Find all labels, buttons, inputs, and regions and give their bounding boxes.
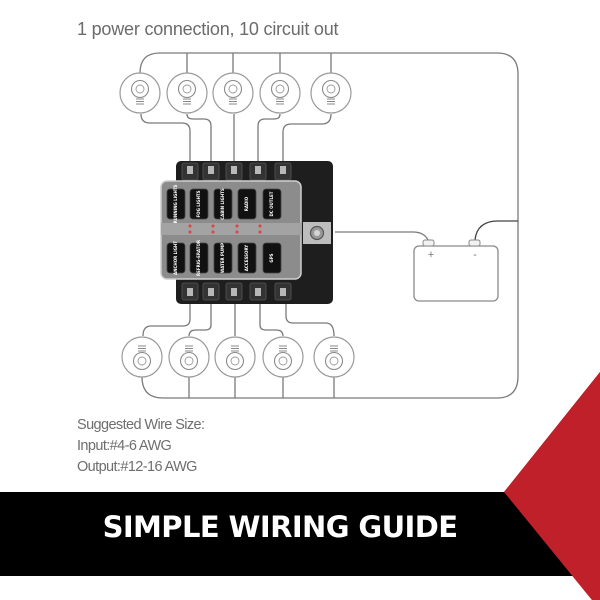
wire-bottom-5 bbox=[285, 300, 335, 337]
fuse-led bbox=[235, 224, 239, 228]
fuse-terminal bbox=[181, 162, 199, 181]
bottom-terminals bbox=[181, 282, 292, 301]
wire-size-output: Output:#12-16 AWG bbox=[77, 459, 197, 475]
diagram-title: 1 power connection, 10 circuit out bbox=[77, 19, 339, 39]
wire-top-2 bbox=[186, 113, 212, 165]
fuse-led bbox=[188, 224, 192, 228]
fuse-block: RUNNING LIGHTS FOG LIGHTS CABIN LIGHTS RADI… bbox=[160, 161, 333, 304]
fuse[interactable]: GPS bbox=[262, 242, 282, 274]
fuse[interactable]: DC OUTLET bbox=[262, 188, 282, 220]
top-bulbs bbox=[119, 72, 352, 114]
wire-top-1 bbox=[140, 113, 191, 165]
fuse-terminal bbox=[225, 282, 243, 301]
light-bulb-icon bbox=[259, 72, 301, 114]
fuse[interactable]: CABIN LIGHTS bbox=[213, 188, 233, 220]
wire-size-info: Suggested Wire Size: Input:#4-6 AWG Outp… bbox=[77, 415, 205, 478]
battery-positive-terminal bbox=[422, 239, 435, 247]
fuse-label: RADIO bbox=[244, 196, 249, 211]
banner-title: SIMPLE WIRING GUIDE bbox=[102, 510, 458, 544]
battery-positive-label: + bbox=[428, 249, 434, 261]
wire-bottom-2 bbox=[188, 300, 212, 337]
wires bbox=[139, 52, 519, 399]
wire-top-4 bbox=[257, 113, 281, 165]
fuse[interactable]: RUNNING LIGHTS bbox=[166, 184, 186, 223]
fuse-terminal bbox=[181, 282, 199, 301]
battery-body bbox=[413, 245, 499, 302]
fuse[interactable]: REFRIG-ERATOR bbox=[189, 240, 209, 276]
top-terminals bbox=[181, 162, 292, 181]
bottom-bulbs bbox=[121, 336, 355, 378]
fuse-led bbox=[211, 224, 215, 228]
light-bulb-icon bbox=[262, 336, 304, 378]
fuse-terminal bbox=[274, 162, 292, 181]
fuse-label: CABIN LIGHTS bbox=[220, 188, 225, 220]
positive-wire bbox=[335, 231, 429, 241]
fuse-terminal bbox=[225, 162, 243, 181]
fuse-led bbox=[258, 230, 262, 234]
negative-wire bbox=[474, 220, 518, 241]
top-fuses: RUNNING LIGHTS FOG LIGHTS CABIN LIGHTS RADI… bbox=[166, 184, 282, 223]
fuse-label: FOG LIGHTS bbox=[196, 190, 201, 217]
fuse[interactable]: WATER PUMP bbox=[213, 242, 233, 274]
fuse-led bbox=[188, 230, 192, 234]
bottom-fuses: ANCHOR LIGHT REFRIG-ERATOR WATER PUMP ACCES… bbox=[166, 240, 282, 276]
battery-negative-label: - bbox=[473, 249, 477, 261]
fuse-terminal bbox=[274, 282, 292, 301]
wire-top-5 bbox=[282, 113, 332, 165]
fuse-label: REFRIG-ERATOR bbox=[196, 240, 201, 276]
battery-negative-terminal bbox=[468, 239, 481, 247]
fuse-label: WATER PUMP bbox=[220, 243, 225, 273]
fuse-label: ANCHOR LIGHT bbox=[173, 241, 178, 275]
fuse-label: DC OUTLET bbox=[269, 191, 274, 216]
fuse[interactable]: RADIO bbox=[237, 188, 257, 220]
battery: + - bbox=[413, 239, 499, 302]
light-bulb-icon bbox=[214, 336, 256, 378]
fuse-label: GPS bbox=[269, 253, 274, 262]
fuse[interactable]: ACCESSORY bbox=[237, 242, 257, 274]
top-bus-wire bbox=[139, 52, 519, 399]
fuse-label: ACCESSORY bbox=[244, 245, 249, 272]
fuse[interactable]: ANCHOR LIGHT bbox=[166, 241, 186, 275]
light-bulb-icon bbox=[119, 72, 161, 114]
wire-size-input: Input:#4-6 AWG bbox=[77, 438, 172, 454]
power-stud-nut bbox=[314, 230, 320, 236]
fuse-terminal bbox=[249, 162, 267, 181]
light-bulb-icon bbox=[313, 336, 355, 378]
light-bulb-icon bbox=[212, 72, 254, 114]
light-bulb-icon bbox=[166, 72, 208, 114]
light-bulb-icon bbox=[121, 336, 163, 378]
fuse-terminal bbox=[202, 162, 220, 181]
fuse-led-strip bbox=[161, 223, 301, 235]
fuse-led bbox=[235, 230, 239, 234]
light-bulb-icon bbox=[310, 72, 352, 114]
light-bulb-icon bbox=[168, 336, 210, 378]
wire-bottom-4 bbox=[259, 300, 284, 337]
fuse-led bbox=[258, 224, 262, 228]
fuse-label: RUNNING LIGHTS bbox=[173, 184, 178, 223]
fuse-led bbox=[211, 230, 215, 234]
fuse-leds bbox=[188, 224, 262, 234]
fuse-terminal bbox=[249, 282, 267, 301]
wire-bottom-1 bbox=[142, 300, 191, 337]
fuse[interactable]: FOG LIGHTS bbox=[189, 188, 209, 220]
wire-size-heading: Suggested Wire Size: bbox=[77, 417, 205, 433]
banner-bar bbox=[0, 492, 600, 576]
fuse-terminal bbox=[202, 282, 220, 301]
